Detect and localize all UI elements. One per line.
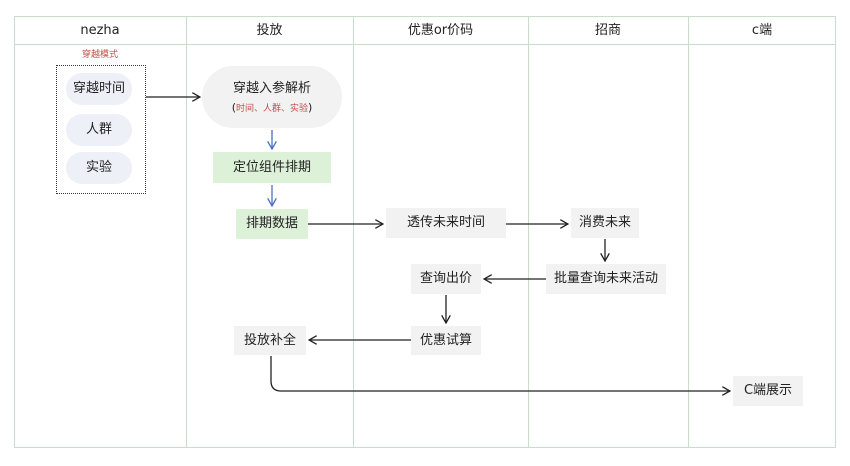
- consume-future-node: 消费未来: [571, 208, 639, 238]
- crossing-time-node: 穿越时间: [66, 73, 132, 105]
- lane-header-discount: 优惠or价码: [353, 16, 528, 45]
- batch-query-node: 批量查询未来活动: [546, 264, 666, 294]
- query-price-node: 查询出价: [411, 264, 481, 294]
- lane-header-c-end: c端: [688, 16, 836, 45]
- c-display-node: C端展示: [733, 376, 803, 406]
- lane-header-merchant: 招商: [528, 16, 688, 45]
- parse-params-title: 穿越入参解析: [232, 81, 311, 96]
- schedule-locate-node: 定位组件排期: [213, 152, 331, 183]
- crossing-mode-group: [56, 65, 146, 194]
- lane-header-delivery: 投放: [186, 16, 353, 45]
- lane-divider: [528, 16, 529, 448]
- experiment-node: 实验: [66, 152, 132, 184]
- pass-future-time-node: 透传未来时间: [386, 208, 506, 238]
- lane-divider: [353, 16, 354, 448]
- arrow-complete-to-display: [270, 356, 730, 391]
- discount-calc-node: 优惠试算: [411, 326, 481, 355]
- delivery-complete-node: 投放补全: [234, 326, 306, 355]
- crossing-mode-caption: 穿越模式: [81, 50, 118, 60]
- lane-divider: [688, 16, 689, 448]
- crowd-node: 人群: [66, 114, 132, 146]
- parse-params-subtitle: (时间、人群、实验): [231, 101, 313, 114]
- schedule-data-node: 排期数据: [236, 209, 308, 239]
- swimlane-frame: [14, 16, 836, 448]
- parse-params-node: 穿越入参解析 (时间、人群、实验): [202, 66, 342, 128]
- lane-divider: [186, 16, 187, 448]
- lane-header-nezha: nezha: [14, 16, 186, 45]
